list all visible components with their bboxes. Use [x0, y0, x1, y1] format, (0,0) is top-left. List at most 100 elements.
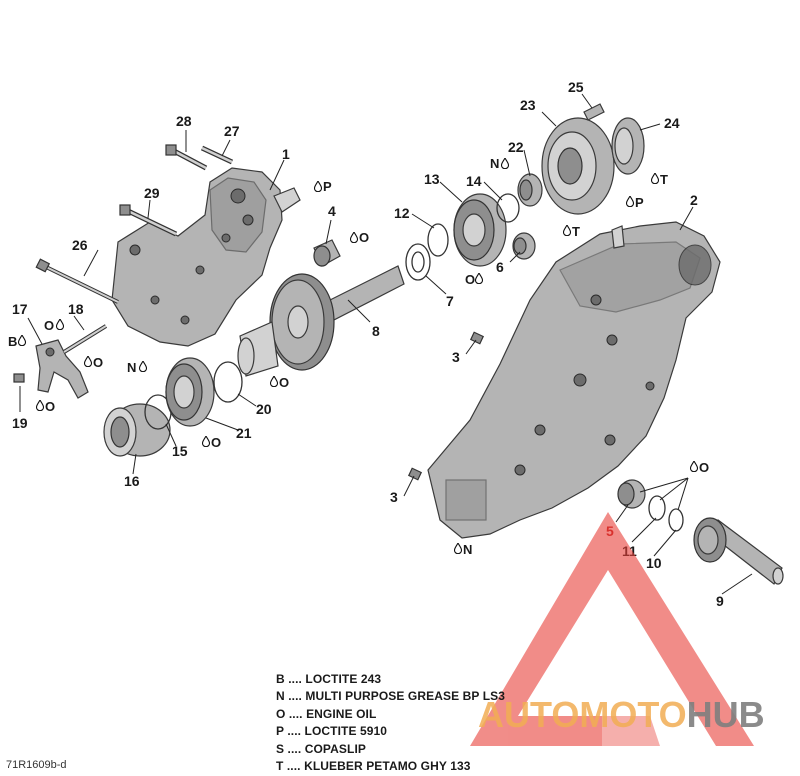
svg-text:N: N [127, 360, 136, 375]
svg-text:O: O [279, 375, 289, 390]
lubricant-legend: B .... LOCTITE 243 N .... MULTI PURPOSE … [276, 671, 536, 775]
lube-mark-n-part-14: N [490, 156, 509, 171]
svg-text:O: O [359, 230, 369, 245]
svg-text:O: O [44, 318, 54, 333]
part-16-sleeve [103, 403, 171, 457]
lube-mark-o-part-21: O [202, 435, 221, 450]
svg-text:T: T [660, 172, 668, 187]
part-24-seal [611, 117, 645, 175]
leader-lines [19, 93, 753, 595]
part-11-shim [648, 495, 666, 521]
part-2-crankcase-housing-right [427, 221, 721, 539]
part-21-bearing [165, 357, 215, 427]
svg-text:O: O [211, 435, 221, 450]
lube-mark-o-part-13: O [465, 272, 483, 287]
callout-21: 21 [236, 425, 252, 441]
svg-text:P: P [323, 179, 332, 194]
callout-23: 23 [520, 97, 536, 113]
lube-mark-p-part-1: P [314, 179, 332, 194]
callout-10: 10 [646, 555, 662, 571]
watermark-brand-text: AUTOMOTOHUB [478, 694, 765, 736]
part-12-thrust-washer [427, 223, 449, 257]
part-3-dowel-pin-upper [469, 331, 485, 345]
lube-mark-b-part-17: B [8, 334, 26, 349]
svg-text:N: N [490, 156, 499, 171]
part-27-bolt [200, 145, 234, 165]
part-9-pinion-shaft [693, 517, 784, 585]
part-18-fork-shaft [62, 324, 108, 354]
callout-19: 19 [12, 415, 28, 431]
callout-3-lower: 3 [390, 489, 398, 505]
lube-mark-o-part-17-bottom: O [36, 399, 55, 414]
svg-text:O: O [699, 460, 709, 475]
part-28-bolt [165, 144, 208, 171]
callout-13: 13 [424, 171, 440, 187]
legend-row: S .... COPASLIP [276, 741, 366, 756]
callout-24: 24 [664, 115, 680, 131]
callout-18: 18 [68, 301, 84, 317]
callout-3-upper: 3 [452, 349, 460, 365]
callout-22: 22 [508, 139, 524, 155]
callout-16: 16 [124, 473, 140, 489]
lube-mark-n-part-15: N [127, 360, 147, 375]
lube-mark-p-part-23: P [626, 195, 644, 210]
svg-text:O: O [93, 355, 103, 370]
callout-8: 8 [372, 323, 380, 339]
lube-mark-o-parts-5-10-11: O [690, 460, 709, 475]
part-22-bushing [517, 173, 543, 207]
callout-9: 9 [716, 593, 724, 609]
part-20-snap-ring [213, 361, 243, 403]
part-14-o-ring [496, 193, 520, 223]
part-10-shim [668, 508, 684, 532]
svg-text:B: B [8, 334, 17, 349]
part-25-plug [583, 103, 605, 121]
lube-mark-t-part-24: T [651, 172, 668, 187]
part-19-screw [13, 373, 25, 383]
part-26-long-bolt [35, 258, 119, 304]
callout-2: 2 [690, 192, 698, 208]
callout-17: 17 [12, 301, 28, 317]
legend-row: O .... ENGINE OIL [276, 706, 377, 721]
watermark-brand-part1: AUTOMOTO [478, 694, 687, 735]
callout-6: 6 [496, 259, 504, 275]
callout-29: 29 [144, 185, 160, 201]
callout-14: 14 [466, 173, 482, 189]
legend-row: B .... LOCTITE 243 [276, 672, 382, 686]
lube-mark-o-part-17-right: O [84, 355, 103, 370]
callout-15: 15 [172, 443, 188, 459]
part-8-shaft-gear [237, 265, 405, 377]
watermark-brand-part2: HUB [686, 694, 765, 735]
callout-12: 12 [394, 205, 410, 221]
callout-7: 7 [446, 293, 454, 309]
callout-25: 25 [568, 79, 584, 95]
part-6-bearing-small [512, 232, 536, 260]
part-23-ring-gear [541, 117, 615, 215]
svg-text:O: O [45, 399, 55, 414]
lube-mark-o-part-8: O [270, 375, 289, 390]
legend-row: P .... LOCTITE 5910 [276, 724, 388, 739]
part-13-bearing [453, 193, 507, 267]
part-1-crankcase-cover-left [111, 167, 301, 347]
legend-row: N .... MULTI PURPOSE GREASE BP LS3 [276, 689, 506, 704]
lube-mark-n-part-2: N [454, 542, 472, 557]
lube-mark-o-part-17-top: O [44, 318, 64, 333]
callout-28: 28 [176, 113, 192, 129]
callout-1: 1 [282, 146, 290, 162]
svg-text:P: P [635, 195, 644, 210]
callout-26: 26 [72, 237, 88, 253]
svg-text:O: O [465, 272, 475, 287]
part-17-shift-fork [35, 339, 89, 399]
part-7-washer [405, 243, 431, 281]
callout-labels: 1 2 3 3 4 5 6 7 8 9 10 11 12 13 14 15 16… [12, 79, 724, 609]
part-4-bushing [313, 239, 341, 267]
svg-text:T: T [572, 224, 580, 239]
lube-mark-t-part-6: T [563, 224, 580, 239]
diagram-reference-code: 71R1609b-d [6, 759, 67, 771]
part-3-dowel-pin-lower [407, 467, 423, 481]
callout-4: 4 [328, 203, 336, 219]
lubricant-marks: P O N T O P T O N [8, 156, 709, 557]
part-5-bearing [617, 479, 646, 509]
automotohub-logo-icon [470, 512, 754, 746]
